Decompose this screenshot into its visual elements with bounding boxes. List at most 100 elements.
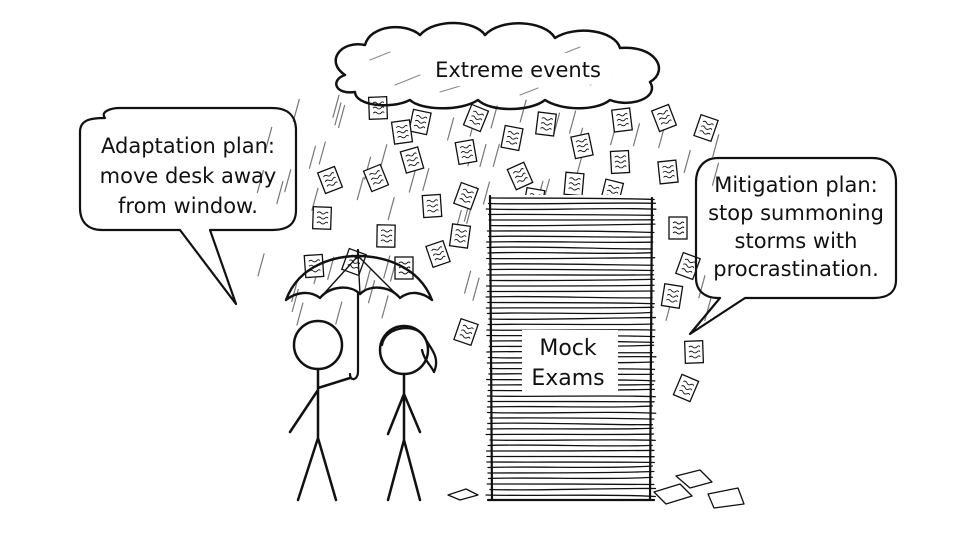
rain-streak bbox=[380, 144, 388, 168]
stack-sheet-edge bbox=[488, 263, 654, 266]
scattered-papers-ground bbox=[447, 469, 745, 509]
rain-streak bbox=[363, 268, 371, 293]
stack-sheet-edge bbox=[488, 223, 656, 227]
rain-streak bbox=[568, 110, 577, 134]
rain-streak bbox=[408, 169, 416, 193]
rain-streak bbox=[519, 99, 527, 123]
stack-sheet-edge bbox=[486, 411, 657, 414]
rain-streak bbox=[492, 143, 500, 167]
flying-paper bbox=[311, 206, 333, 230]
stack-sheet-edge bbox=[486, 405, 653, 408]
rain-streak bbox=[490, 105, 498, 129]
stack-sheet-edge bbox=[487, 422, 653, 426]
flying-paper bbox=[668, 216, 688, 240]
mock-exam-stack: Mock Exams bbox=[485, 194, 657, 502]
stack-sheet-edge bbox=[486, 246, 653, 250]
stack-sheet-edge bbox=[487, 323, 654, 326]
stack-sheet-edge bbox=[486, 257, 656, 260]
rain-streak bbox=[381, 295, 389, 319]
left-bubble-line-2: move desk away bbox=[100, 164, 277, 188]
rain-streak bbox=[422, 167, 430, 192]
flying-paper bbox=[693, 113, 719, 143]
stack-sheet-edge bbox=[485, 449, 655, 452]
rain-streak bbox=[698, 275, 706, 299]
flying-paper bbox=[611, 107, 633, 133]
flying-paper bbox=[672, 373, 700, 403]
flying-paper bbox=[453, 317, 479, 347]
stack-sheet-edge bbox=[487, 213, 655, 216]
rain-streak bbox=[337, 104, 346, 129]
rain-streak bbox=[318, 141, 326, 165]
cloud-label-backdrop bbox=[420, 51, 616, 87]
right-bubble-line-3: storms with bbox=[735, 229, 858, 253]
rain-streak bbox=[367, 280, 376, 304]
flying-paper bbox=[462, 103, 490, 133]
flying-paper bbox=[340, 247, 368, 277]
rain-streak bbox=[387, 196, 395, 221]
flying-paper bbox=[535, 111, 557, 137]
stack-label-line-2: Exams bbox=[531, 366, 604, 391]
rain-streak bbox=[472, 277, 480, 301]
flying-paper bbox=[609, 149, 631, 175]
flying-paper bbox=[390, 119, 414, 145]
rain-streak bbox=[332, 94, 340, 118]
stack-label-line-1: Mock bbox=[539, 336, 597, 361]
flying-paper bbox=[425, 239, 451, 269]
rain-streak bbox=[276, 180, 284, 205]
stack-sheet-edge bbox=[489, 439, 656, 442]
right-bubble-line-1: Mitigation plan: bbox=[714, 173, 878, 197]
stack-sheet-edge bbox=[487, 444, 653, 447]
stack-sheet-edge bbox=[485, 494, 657, 498]
stack-sheet-edge bbox=[487, 465, 654, 469]
flying-paper bbox=[683, 340, 705, 364]
right-bubble-line-2: stop summoning bbox=[708, 201, 884, 225]
flying-paper bbox=[448, 223, 472, 249]
flying-paper bbox=[408, 108, 432, 136]
flying-paper bbox=[367, 96, 389, 120]
stack-sheet-edge bbox=[485, 295, 653, 299]
stack-sheet-edge bbox=[486, 241, 654, 244]
stack-sheet-edge bbox=[487, 476, 654, 480]
stack-sheet-edge bbox=[486, 311, 653, 315]
rain-streak bbox=[447, 117, 455, 141]
stack-sheet-edge bbox=[487, 251, 653, 255]
rain-streak bbox=[308, 145, 317, 169]
stack-sheet-edge bbox=[486, 230, 655, 234]
flying-paper bbox=[650, 103, 678, 133]
rain-streak bbox=[284, 169, 292, 193]
stack-sheet-edge bbox=[487, 470, 655, 474]
stick-figure-with-umbrella bbox=[288, 319, 352, 502]
right-bubble-line-4: procrastination. bbox=[713, 257, 879, 281]
rain-streak bbox=[704, 298, 712, 322]
stack-sheet-edge bbox=[485, 207, 657, 211]
flying-paper bbox=[399, 146, 425, 174]
stack-sheet-edge bbox=[489, 197, 655, 201]
stack-sheet-edge bbox=[487, 268, 655, 272]
rain-streak bbox=[464, 270, 472, 294]
stack-sheet-edge bbox=[487, 235, 654, 238]
rain-streak bbox=[291, 278, 299, 303]
flying-paper bbox=[500, 124, 524, 152]
flying-paper bbox=[570, 132, 594, 160]
right-speech-bubble: Mitigation plan: stop summoning storms w… bbox=[688, 156, 898, 336]
stack-sheet-edge bbox=[489, 487, 657, 491]
flying-paper bbox=[362, 163, 390, 193]
stick-figure-with-ponytail bbox=[378, 324, 438, 502]
flying-paper bbox=[376, 224, 396, 248]
stack-sheet-edge bbox=[486, 290, 655, 293]
left-bubble-line-1: Adaptation plan: bbox=[101, 134, 275, 158]
storm-cloud: Extreme events bbox=[334, 21, 661, 111]
stack-sheet-edge bbox=[488, 278, 655, 282]
flying-paper bbox=[657, 159, 679, 185]
cloud-label: Extreme events bbox=[435, 58, 601, 82]
flying-paper bbox=[563, 171, 585, 197]
rain-streak bbox=[334, 102, 342, 126]
rain-streak bbox=[335, 301, 343, 325]
stack-sheet-edge bbox=[486, 284, 655, 287]
rain-streak bbox=[256, 169, 264, 194]
flying-paper bbox=[660, 282, 684, 310]
rain-streak bbox=[356, 177, 364, 201]
rain-streak bbox=[712, 134, 720, 158]
stack-sheet-edge bbox=[489, 417, 655, 420]
